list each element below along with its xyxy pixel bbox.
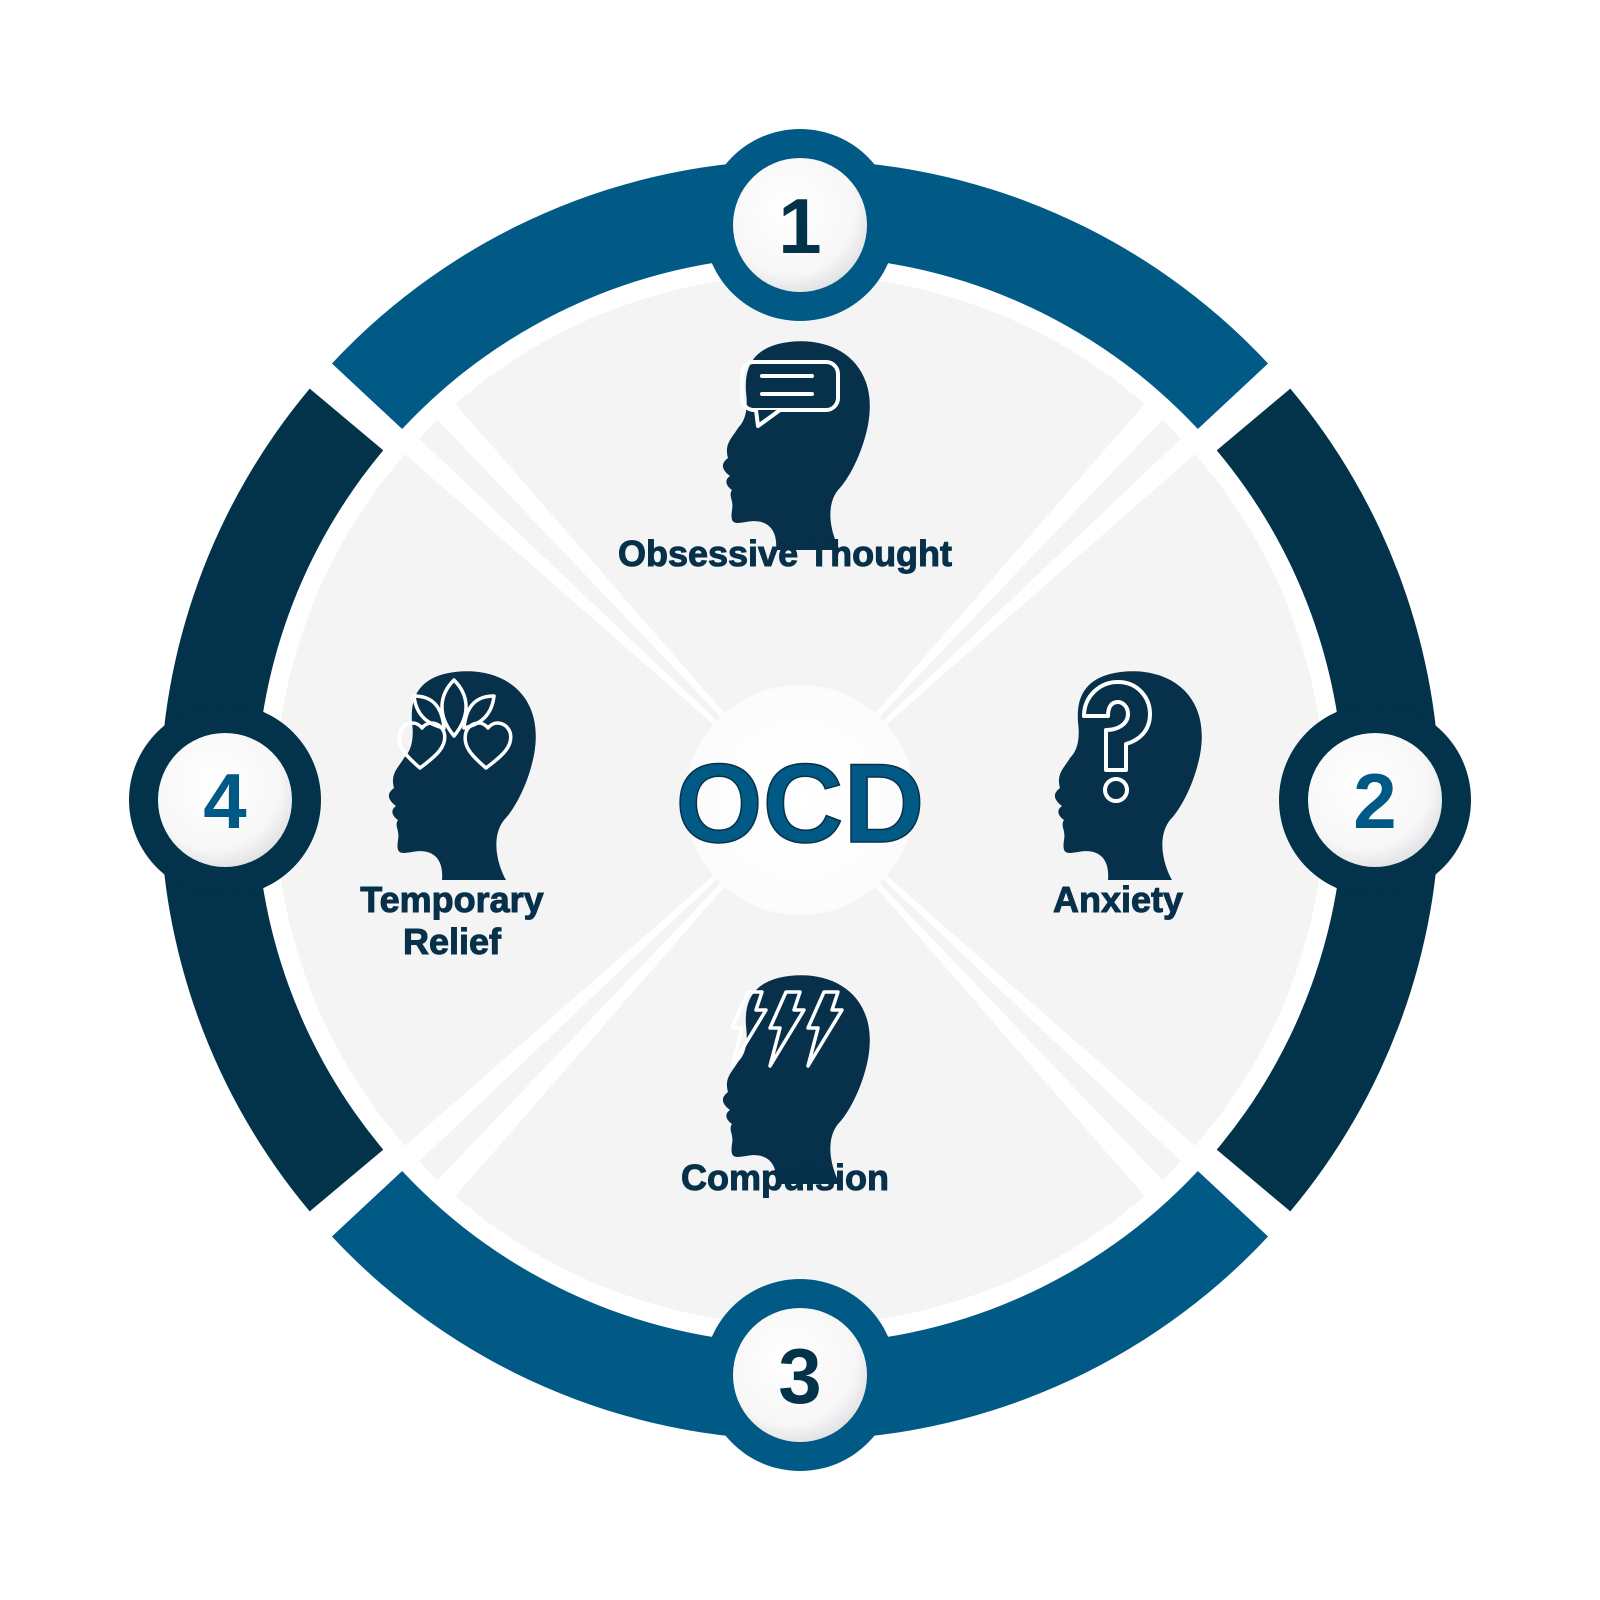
head-speech-bubble-icon [722, 341, 870, 550]
step-label-1: Obsessive Thought [617, 533, 952, 575]
head-lightning-icon [722, 975, 870, 1184]
sector-dividers [398, 400, 1202, 1200]
step-label-2: Anxiety [1052, 879, 1183, 921]
ring-segment-right [1216, 388, 1440, 1212]
badge-face [733, 1308, 867, 1442]
svg-text:Compulsion: Compulsion [681, 1157, 889, 1198]
step-badge-3: 3 [704, 1279, 896, 1471]
svg-text:Relief: Relief [403, 921, 502, 962]
badge-face [733, 158, 867, 292]
step-badges: 1 2 3 4 [129, 129, 1471, 1471]
step-number-4: 4 [203, 757, 246, 845]
step-badge-2: 2 [1279, 704, 1471, 896]
center-circle [685, 685, 915, 915]
svg-text:Anxiety: Anxiety [1053, 879, 1183, 920]
svg-text:Temporary: Temporary [360, 879, 543, 920]
step-number-2: 2 [1353, 757, 1396, 845]
ring-segment-top [331, 159, 1269, 429]
head-hearts-leaves-icon [388, 671, 536, 880]
center-title: OCD [676, 741, 925, 866]
step-label-3: Compulsion [681, 1157, 890, 1199]
step-label-4: Temporary Relief [360, 879, 544, 963]
cycle-ring [160, 159, 1440, 1441]
step-badge-1: 1 [704, 129, 896, 321]
svg-text:Obsessive Thought: Obsessive Thought [618, 533, 952, 574]
step-number-3: 3 [778, 1332, 821, 1420]
step-badge-4: 4 [129, 704, 321, 896]
head-question-mark-icon [1054, 671, 1202, 880]
ring-segment-bottom [331, 1171, 1269, 1441]
ring-segment-left [160, 388, 384, 1212]
step-number-1: 1 [778, 182, 821, 270]
badge-face [1308, 733, 1442, 867]
badge-face [158, 733, 292, 867]
